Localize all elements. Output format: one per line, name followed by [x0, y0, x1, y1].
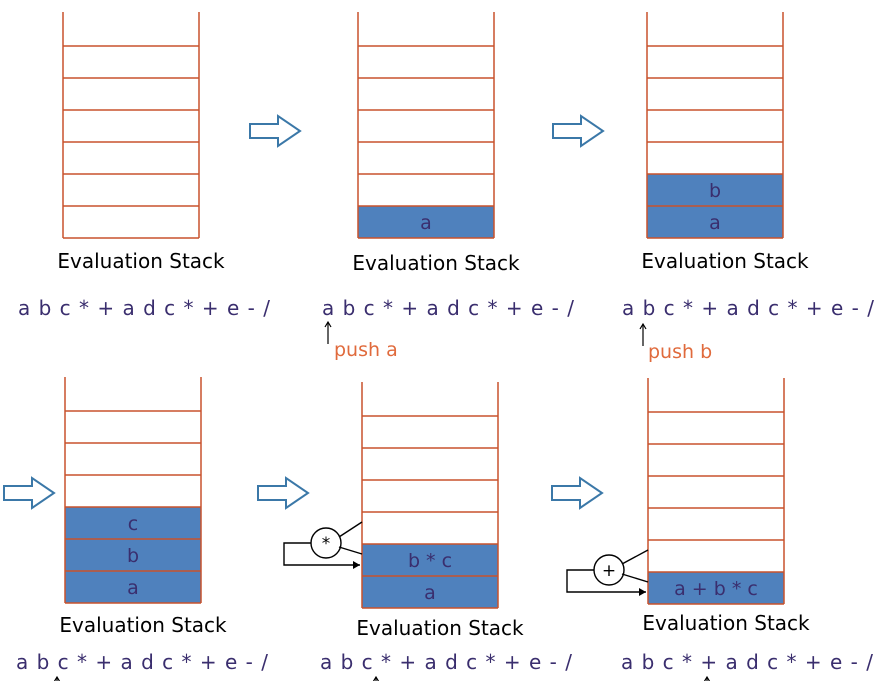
stack-cell-filled [65, 539, 201, 571]
postfix-expression: a b c * + a d c * + e - / [16, 650, 269, 674]
result-arrow [566, 569, 646, 593]
stack-title: Evaluation Stack [641, 249, 809, 273]
block-arrow-right-icon [257, 476, 310, 510]
result-arrow [283, 542, 360, 566]
pointer-label: push b [648, 341, 712, 363]
stack-cell-label: b [709, 180, 721, 202]
stack-cell-label: a [424, 582, 436, 604]
stack-title: Evaluation Stack [352, 251, 520, 275]
result-arrowhead-icon [353, 561, 360, 569]
postfix-expression: a b c * + a d c * + e - / [622, 296, 875, 320]
stack-cell-label: a + b * c [674, 578, 758, 600]
operator-symbol: + [602, 561, 616, 581]
postfix-expression: a b c * + a d c * + e - / [322, 296, 575, 320]
operand-arrow [338, 546, 363, 555]
stack-cell-label: c [128, 513, 138, 535]
stack-cell-filled [362, 576, 498, 608]
operand-arrow [621, 573, 649, 583]
stack-cell-filled [358, 206, 494, 238]
stack-frame-6: a + b * c Evaluation Stack a b c * + a d c… [566, 378, 874, 683]
result-arrowhead-icon [639, 588, 646, 596]
stack-cell-filled [65, 507, 201, 539]
pointer-arrowhead-icon [703, 675, 711, 683]
stack-cell-filled [65, 571, 201, 603]
block-arrow-right-icon [249, 114, 302, 148]
stack-frame-5: a b * c Evaluation Stack a b c * + a d c * … [283, 382, 573, 683]
pointer-arrowhead-icon [53, 675, 61, 683]
operand-arrow [621, 549, 649, 565]
stack-cell-label: a [420, 212, 432, 234]
pointer-arrowhead-icon [324, 320, 332, 328]
pointer-label: push a [334, 339, 398, 361]
stack-cell-filled [362, 544, 498, 576]
stack-cell-label: b * c [408, 550, 452, 572]
stack-cell-filled [647, 174, 783, 206]
stack-title: Evaluation Stack [642, 611, 810, 635]
stack-frame-1: Evaluation Stack a b c * + a d c * + e - … [18, 12, 271, 320]
stack-cell-label: a [709, 212, 721, 234]
block-arrow-right-icon [552, 114, 605, 148]
postfix-expression: a b c * + a d c * + e - / [621, 650, 874, 674]
stack-title: Evaluation Stack [356, 616, 524, 640]
block-arrow-right-icon [3, 476, 56, 510]
postfix-expression: a b c * + a d c * + e - / [320, 650, 573, 674]
stack-cell-filled [647, 206, 783, 238]
stack-cell-label: a [127, 577, 139, 599]
stack-title: Evaluation Stack [59, 613, 227, 637]
block-arrow-right-icon [551, 476, 604, 510]
postfix-expression: a b c * + a d c * + e - / [18, 296, 271, 320]
stack-cell-label: b [127, 545, 139, 567]
stack-title: Evaluation Stack [57, 249, 225, 273]
operator-symbol: * [322, 534, 331, 554]
stack-cell-filled [648, 572, 784, 604]
pointer-arrowhead-icon [639, 322, 647, 330]
operand-arrow [338, 521, 363, 538]
pointer-arrowhead-icon [372, 675, 380, 683]
